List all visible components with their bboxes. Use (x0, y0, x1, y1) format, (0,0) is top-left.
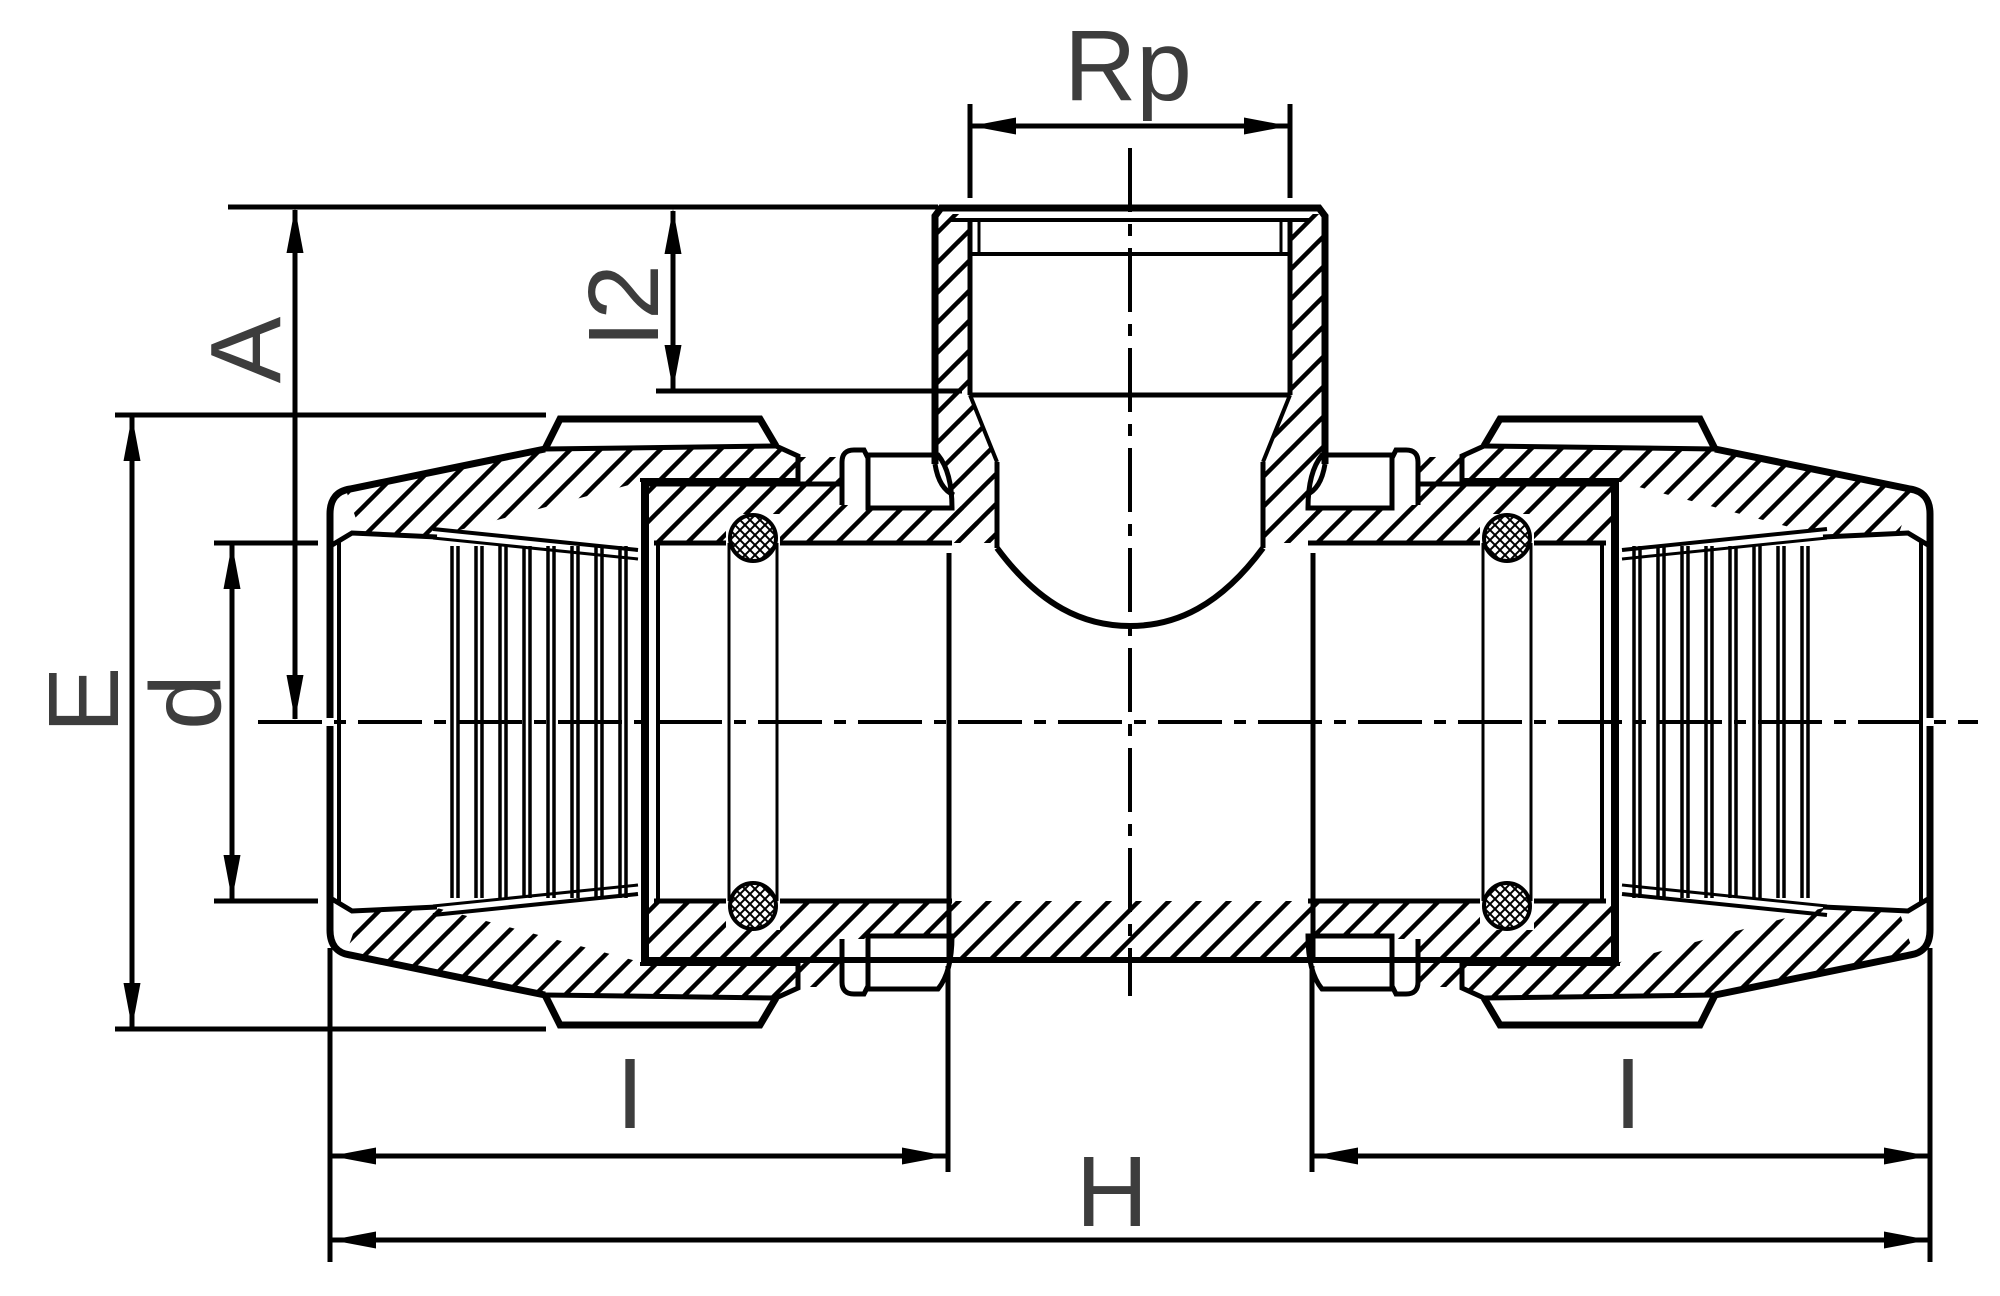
dimension-label-i2: I2 (568, 264, 680, 347)
dimension-label-a: A (190, 316, 302, 383)
dimension-label-i-left: I (616, 1038, 644, 1150)
centerlines (258, 148, 1978, 996)
hatch-nut-top-right (1418, 447, 1913, 536)
dimension-label-i-right: I (1614, 1038, 1642, 1150)
dimensions: Rp I2 A E d I I H (28, 10, 1933, 1262)
hatch-branch-wall-left (935, 214, 997, 543)
dimension-labels: Rp I2 A E d I I H (28, 10, 1642, 1248)
dimension-lines (129, 123, 1928, 1243)
extension-lines (115, 104, 1933, 1262)
section-hatching (347, 214, 1913, 997)
hatch-branch-wall-right (1263, 214, 1325, 543)
hatch-nut-top-left (347, 447, 842, 536)
hatch-nut-bottom-right (1418, 908, 1913, 997)
dimension-label-h: H (1076, 1136, 1148, 1248)
dimension-label-rp: Rp (1064, 10, 1192, 122)
dimension-label-e: E (28, 667, 140, 734)
dimension-label-d: d (130, 674, 242, 730)
hatch-nut-bottom-left (347, 908, 842, 997)
